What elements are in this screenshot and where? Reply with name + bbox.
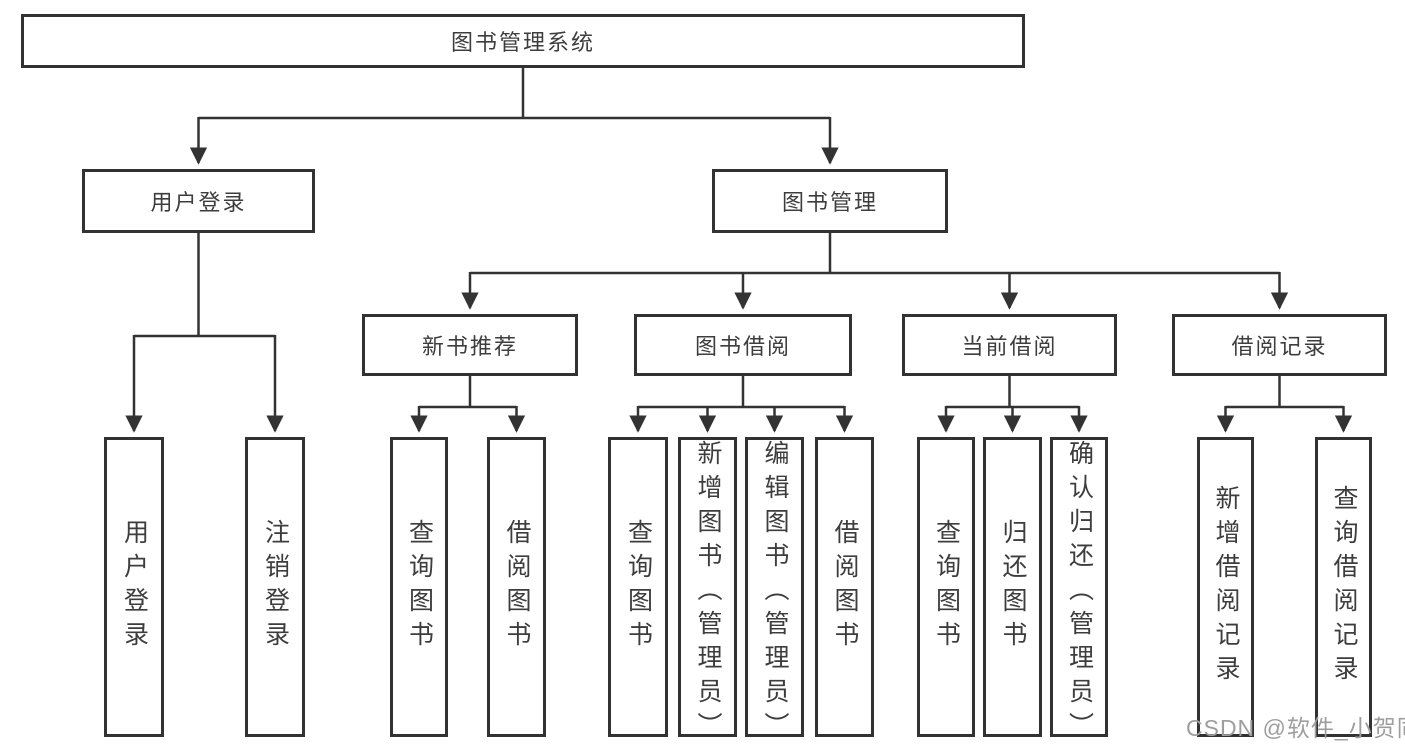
leaf-edit-books-admin: 编辑图书（管理员） [745,437,804,746]
leaf-return-books: 归还图书 [983,437,1042,737]
node-user-login: 用户登录 [82,169,315,233]
node-new-book-recommendation: 新书推荐 [362,314,578,376]
leaf-confirm-return-admin: 确认归还（管理员） [1050,437,1108,746]
csdn-watermark: CSDN @软件_小贺同学 [1186,715,1405,741]
leaf-user-login: 用户登录 [104,437,164,737]
leaf-logout: 注销登录 [245,437,305,737]
leaf-query-books-current: 查询图书 [917,437,975,737]
node-book-management: 图书管理 [712,169,948,233]
node-book-borrowing: 图书借阅 [634,314,852,376]
leaf-query-books-recommend: 查询图书 [390,437,448,737]
node-current-borrowing: 当前借阅 [902,314,1117,376]
node-library-management-system: 图书管理系统 [21,14,1025,68]
leaf-borrow-books-recommend: 借阅图书 [487,437,546,737]
leaf-query-borrow-record: 查询借阅记录 [1315,437,1372,737]
leaf-add-borrow-record: 新增借阅记录 [1197,437,1254,737]
leaf-add-books-admin: 新增图书（管理员） [678,437,737,746]
node-borrowing-records: 借阅记录 [1172,314,1387,376]
leaf-borrow-books: 借阅图书 [815,437,874,737]
leaf-query-books-borrowing: 查询图书 [608,437,668,737]
